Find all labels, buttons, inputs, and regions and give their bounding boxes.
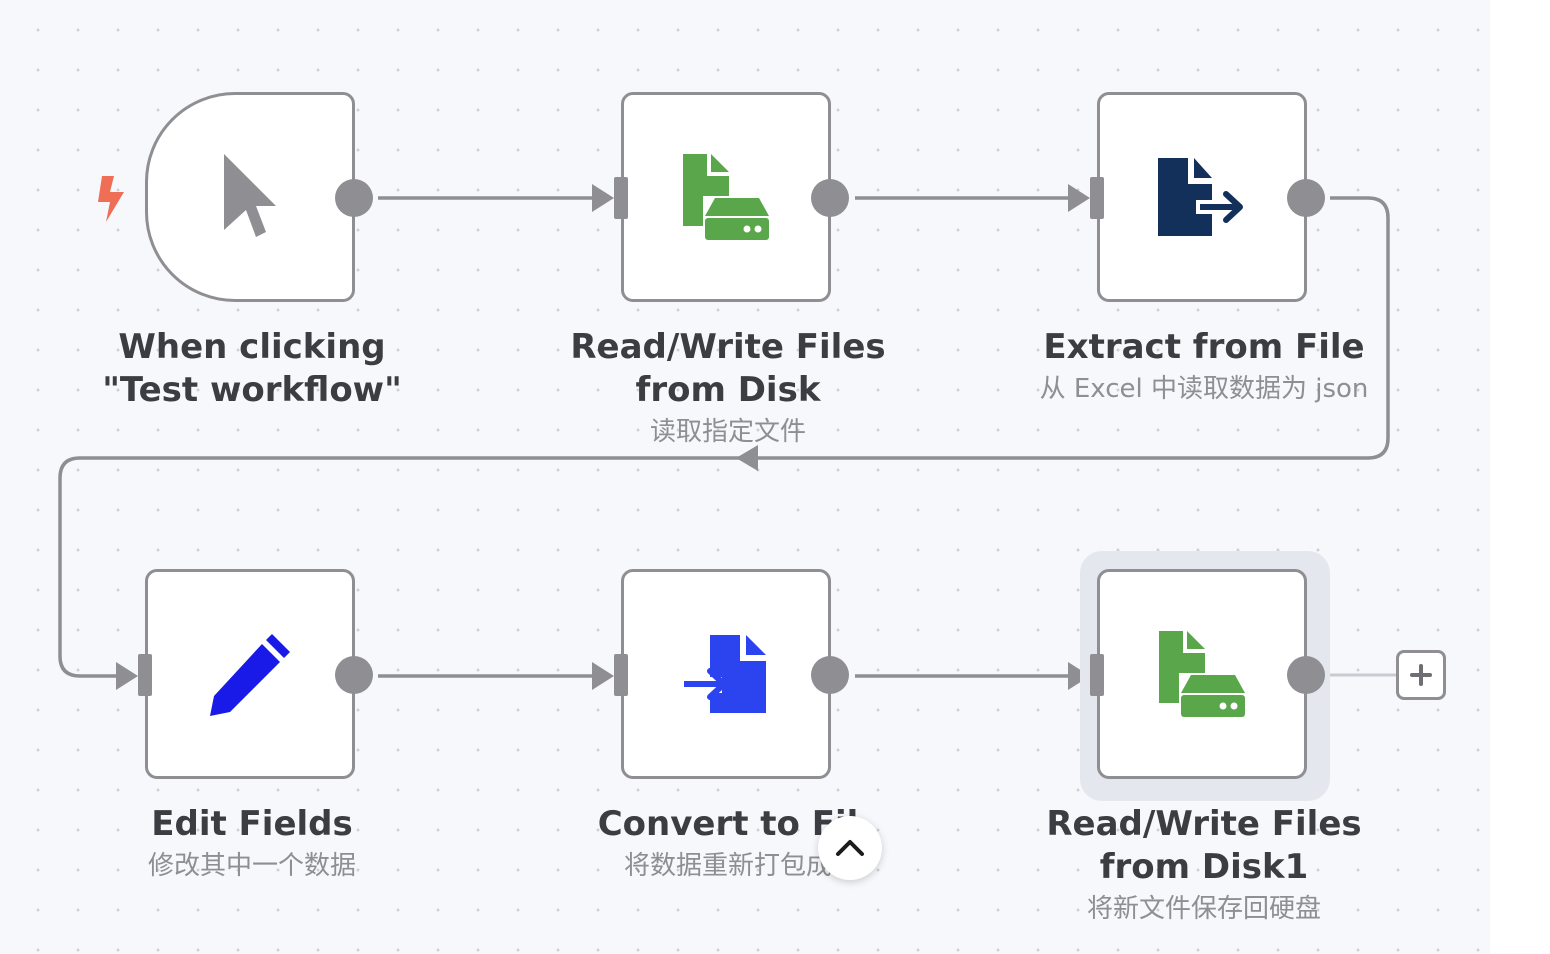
input-port[interactable]: [1090, 177, 1104, 219]
node-read-write-files-from-disk[interactable]: [614, 92, 849, 302]
output-port[interactable]: [1287, 656, 1325, 694]
node-title: Convert to Fil: [597, 804, 859, 844]
connection-extract-edit: [58, 196, 1390, 678]
file-import-icon: [684, 635, 766, 713]
node-subtitle: 从 Excel 中读取数据为 json: [1039, 374, 1369, 404]
node-title: Edit Fields: [151, 804, 353, 844]
node-subtitle: 将数据重新打包成: [623, 851, 832, 881]
output-port[interactable]: [1287, 179, 1325, 217]
arrowhead: [736, 445, 758, 471]
add-node-button[interactable]: [1396, 650, 1446, 700]
arrowhead: [116, 662, 138, 690]
node-subtitle: 将新文件保存回硬盘: [1086, 894, 1321, 924]
node-title: When clicking "Test workflow": [102, 327, 402, 410]
arrowhead: [592, 184, 614, 212]
node-convert-to-file[interactable]: [614, 569, 849, 779]
node-read-write-files-from-disk1[interactable]: [1090, 569, 1325, 779]
file-disk-icon: [1159, 631, 1245, 717]
arrowhead: [1068, 662, 1090, 690]
arrowhead: [592, 662, 614, 690]
chevron-up-icon: [836, 840, 864, 856]
node-label: Extract from File 从 Excel 中读取数据为 json: [994, 326, 1414, 409]
input-port[interactable]: [138, 654, 152, 696]
node-label: Read/Write Files from Disk1 将新文件保存回硬盘: [994, 803, 1414, 929]
output-port[interactable]: [811, 179, 849, 217]
collapse-button[interactable]: [818, 816, 882, 880]
cursor-icon: [224, 154, 276, 237]
node-trigger[interactable]: [145, 92, 373, 302]
output-port[interactable]: [811, 656, 849, 694]
output-port[interactable]: [335, 656, 373, 694]
node-extract-from-file[interactable]: [1090, 92, 1325, 302]
lightning-bolt-icon: [98, 176, 124, 222]
file-disk-icon: [683, 154, 769, 240]
input-port[interactable]: [614, 177, 628, 219]
node-subtitle: 读取指定文件: [649, 417, 806, 447]
node-title: Extract from File: [1043, 327, 1365, 367]
pencil-icon: [210, 634, 290, 716]
input-port[interactable]: [1090, 654, 1104, 696]
output-port[interactable]: [335, 179, 373, 217]
input-port[interactable]: [614, 654, 628, 696]
node-label: Convert to Fil 将数据重新打包成: [518, 803, 938, 886]
node-label: When clicking "Test workflow": [42, 326, 462, 412]
node-label: Read/Write Files from Disk 读取指定文件: [518, 326, 938, 452]
node-label: Edit Fields 修改其中一个数据: [42, 803, 462, 886]
file-export-icon: [1158, 158, 1243, 236]
arrowhead: [1068, 184, 1090, 212]
node-edit-fields[interactable]: [138, 569, 373, 779]
node-subtitle: 修改其中一个数据: [147, 851, 356, 881]
node-title: Read/Write Files from Disk1: [1046, 804, 1362, 887]
node-title: Read/Write Files from Disk: [570, 327, 886, 410]
